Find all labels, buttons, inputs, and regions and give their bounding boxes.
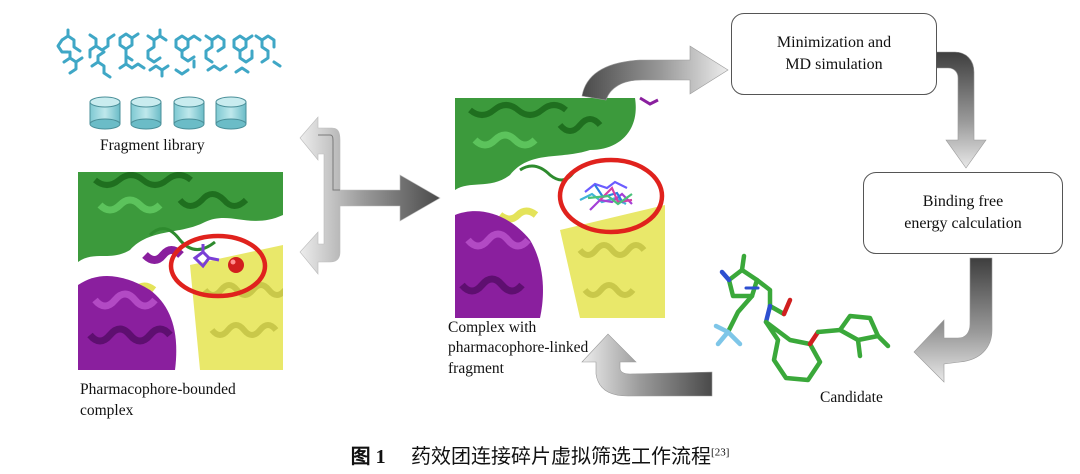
binding-energy-box: Binding free energy calculation: [863, 172, 1063, 254]
md-simulation-box: Minimization and MD simulation: [731, 13, 937, 95]
md-box-line2: MD simulation: [785, 56, 883, 73]
pharmacophore-complex-label-line1: Pharmacophore-bounded: [80, 381, 236, 398]
protein-structure-image: [78, 172, 283, 370]
flow-arrow-icon: [581, 45, 729, 101]
binding-box-line2: energy calculation: [904, 215, 1022, 232]
fragment-library-graphic: [56, 28, 282, 79]
database-cylinder-icon: [89, 96, 247, 130]
linked-complex-label-line3: fragment: [448, 360, 504, 377]
figure-number: 图 1: [350, 446, 386, 468]
pharmacophore-complex-label-line2: complex: [80, 402, 134, 419]
candidate-label: Candidate: [820, 389, 883, 406]
flow-arrow-icon: [299, 116, 441, 275]
figure-caption: 图 1 药效团连接碎片虚拟筛选工作流程[23]: [0, 440, 1080, 469]
binding-box-line1: Binding free: [922, 193, 1004, 210]
ligand-molecule-image: [713, 253, 891, 383]
linked-complex-label-line2: pharmacophore-linked: [448, 339, 589, 356]
figure-title: 药效团连接碎片虚拟筛选工作流程: [411, 444, 712, 468]
figure-reference: [23]: [711, 446, 730, 459]
linked-complex-label-line1: Complex with: [448, 319, 537, 336]
flow-arrow-icon: [913, 257, 993, 383]
flow-arrow-icon: [934, 51, 987, 169]
md-box-line1: Minimization and: [776, 34, 892, 51]
protein-structure-image: [455, 98, 665, 318]
fragment-library-label: Fragment library: [100, 137, 205, 154]
flow-arrow-icon: [581, 333, 713, 397]
